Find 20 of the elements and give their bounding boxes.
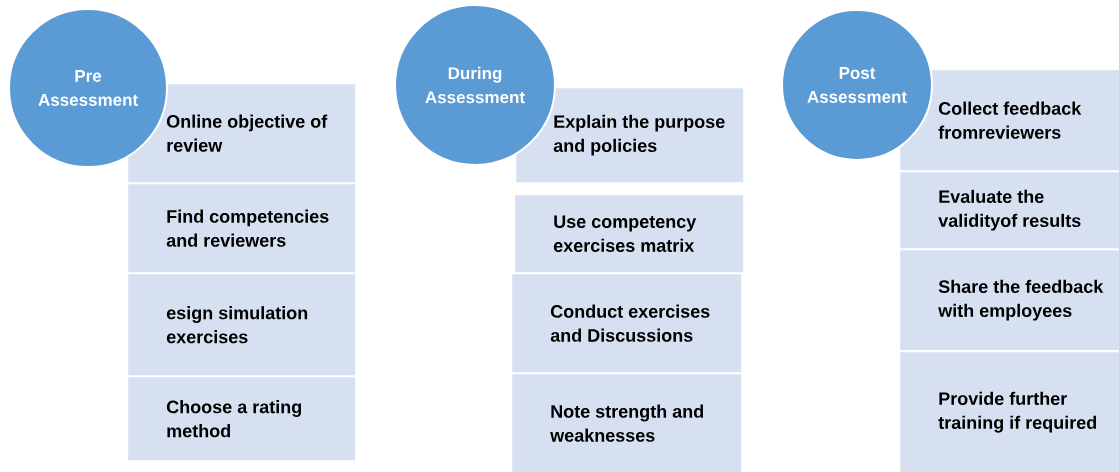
step-box: Use competency exercises matrix — [515, 195, 744, 273]
node-label: Online objective of review — [166, 114, 328, 152]
node-label: Evaluate the validityof results — [938, 189, 1081, 231]
node-label: Conduct exercises and Discussions — [550, 304, 710, 342]
step-box: Choose a rating method — [128, 377, 356, 461]
node-label: Provide further training if required — [938, 391, 1097, 433]
node-label: Choose a rating method — [166, 400, 301, 438]
step-box: Note strength and weaknesses — [512, 374, 742, 472]
step-box: Share the feedback with employees — [900, 250, 1119, 351]
node-label: Note strength and weaknesses — [550, 404, 704, 442]
node-label: Use competency exercises matrix — [553, 215, 697, 252]
step-box: esign simulation exercises — [128, 274, 356, 376]
step-box: Evaluate the validityof results — [900, 172, 1119, 249]
node-label: Find competencies and reviewers — [166, 209, 329, 247]
step-box: Conduct exercises and Discussions — [512, 274, 742, 373]
step-box: Provide further training if required — [900, 352, 1119, 472]
node-label: Collect feedback fromreviewers — [938, 101, 1082, 139]
node-label: esign simulation exercises — [166, 306, 308, 344]
node-label: Share the feedback with employees — [938, 279, 1104, 321]
step-box: Find competencies and reviewers — [128, 184, 356, 273]
